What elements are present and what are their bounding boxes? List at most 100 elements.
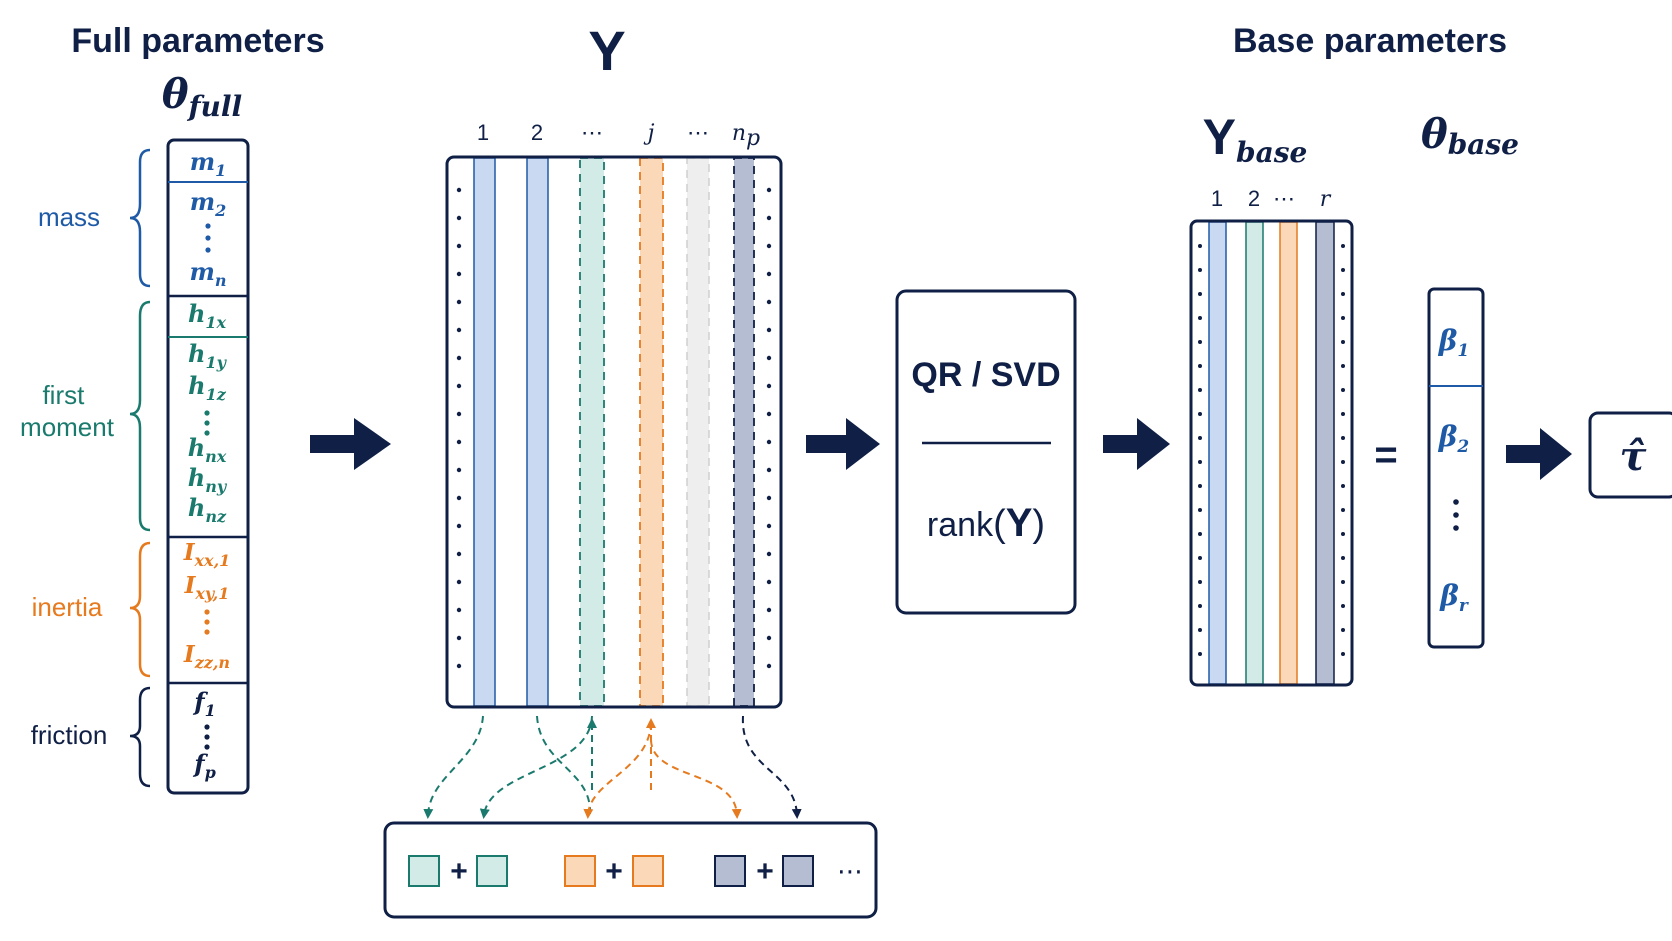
y-col-header-ellipsis-1: ⋯ xyxy=(581,120,603,145)
row-dot xyxy=(1341,244,1345,248)
y-column-headers: 1 2 ⋯ j ⋯ np xyxy=(477,120,760,151)
row-dot xyxy=(1341,484,1345,488)
param-h1x: h1x xyxy=(188,299,227,332)
arrow-j-to-orange-b xyxy=(650,739,742,819)
arrow-right-icon xyxy=(1103,418,1170,470)
y-column-dependent-teal xyxy=(579,157,605,707)
group-label-mass: mass xyxy=(38,202,100,232)
group-label-friction: friction xyxy=(31,720,108,750)
row-dot xyxy=(456,243,462,249)
equals-sign: = xyxy=(1374,433,1397,477)
y-base-col-header-ellipsis: ⋯ xyxy=(1273,186,1295,211)
arrow-np-to-navy xyxy=(741,715,802,819)
row-dot xyxy=(1341,532,1345,536)
row-dot xyxy=(766,187,772,193)
row-dot xyxy=(456,187,462,193)
output-box: τ̂ xyxy=(1588,411,1672,499)
row-dot xyxy=(456,439,462,445)
row-dot xyxy=(456,383,462,389)
row-dot xyxy=(1341,628,1345,632)
combo-teal-square-a xyxy=(408,855,440,887)
row-dot xyxy=(766,467,772,473)
combo-ellipsis: ⋯ xyxy=(837,856,863,886)
y-base-matrix xyxy=(1189,219,1354,687)
row-dot xyxy=(766,495,772,501)
y-right-dots xyxy=(766,187,772,669)
row-dot xyxy=(1341,412,1345,416)
y-base-column-r xyxy=(1315,221,1335,685)
y-left-dots xyxy=(456,187,462,669)
row-dot xyxy=(1198,244,1202,248)
arrow-col1-to-teal-a xyxy=(423,715,484,819)
group-label-inertia: inertia xyxy=(32,592,103,622)
qr-svd-label: QR / SVD xyxy=(911,356,1060,394)
y-col-header-1: 1 xyxy=(477,120,489,145)
combination-box: + + + ⋯ xyxy=(383,821,878,919)
row-dot xyxy=(456,551,462,557)
row-dot xyxy=(1341,604,1345,608)
y-col-header-j: j xyxy=(643,121,655,146)
first-moment-brace xyxy=(129,300,151,532)
row-dot xyxy=(1198,652,1202,656)
parameter-vector xyxy=(166,138,250,795)
row-dot xyxy=(1198,412,1202,416)
rank-label: rank(Y) xyxy=(927,501,1045,545)
row-dot xyxy=(1341,316,1345,320)
mass-brace xyxy=(129,148,151,288)
row-dot xyxy=(456,579,462,585)
y-column-faint xyxy=(686,157,710,707)
param-mn: mn xyxy=(189,257,226,290)
y-matrix-title: Y xyxy=(588,19,625,82)
row-dot xyxy=(766,411,772,417)
combo-orange-square-a xyxy=(564,855,596,887)
row-dot xyxy=(456,607,462,613)
row-dot xyxy=(456,467,462,473)
combo-slate-square-a xyxy=(714,855,746,887)
group-braces xyxy=(129,148,151,788)
row-dot xyxy=(766,523,772,529)
arrow-right-icon xyxy=(806,418,880,470)
inertia-brace xyxy=(129,541,151,678)
param-hny: hny xyxy=(188,463,228,496)
param-hnx: hnx xyxy=(188,433,227,466)
param-h1y: h1y xyxy=(188,339,228,372)
y-column-np xyxy=(733,157,755,707)
row-dot xyxy=(766,635,772,641)
theta-full-symbol: θfull xyxy=(162,71,242,123)
base-parameters-title: Base parameters xyxy=(1233,22,1507,60)
y-column-2 xyxy=(526,157,549,707)
row-dot xyxy=(1341,388,1345,392)
combo-plus-2: + xyxy=(605,855,623,888)
y-base-column-headers: 1 2 ⋯ r xyxy=(1211,186,1332,212)
y-base-column-1 xyxy=(1208,221,1227,685)
y-base-symbol: Ybase xyxy=(1203,109,1308,169)
row-dot xyxy=(1341,292,1345,296)
y-base-left-dots xyxy=(1198,244,1202,656)
row-dot xyxy=(1341,364,1345,368)
row-dot xyxy=(1198,604,1202,608)
row-dot xyxy=(1198,388,1202,392)
beta-vector: β1 β2 βr xyxy=(1427,287,1485,649)
y-base-right-dots xyxy=(1341,244,1345,656)
row-dot xyxy=(766,551,772,557)
row-dot xyxy=(456,411,462,417)
row-dot xyxy=(1198,580,1202,584)
row-dot xyxy=(1198,292,1202,296)
row-dot xyxy=(456,271,462,277)
first-moment-entries: h1x h1y h1z hnx hny hnz xyxy=(188,299,228,526)
row-dot xyxy=(1341,460,1345,464)
beta-r: βr xyxy=(1439,579,1469,616)
combo-slate-square-b xyxy=(782,855,814,887)
arrow-right-icon xyxy=(1506,428,1572,480)
dependency-arrows xyxy=(423,715,802,819)
y-base-col-header-2: 2 xyxy=(1248,186,1260,211)
row-dot xyxy=(766,299,772,305)
arrow-col2-to-teal-b xyxy=(536,715,592,815)
row-dot xyxy=(1198,556,1202,560)
arrow-j-to-orange-a xyxy=(583,721,652,819)
y-base-frame xyxy=(1189,219,1354,687)
row-dot xyxy=(1198,316,1202,320)
y-base-col-header-r: r xyxy=(1320,187,1332,212)
mass-entries: m1 m2 mn xyxy=(189,147,226,290)
